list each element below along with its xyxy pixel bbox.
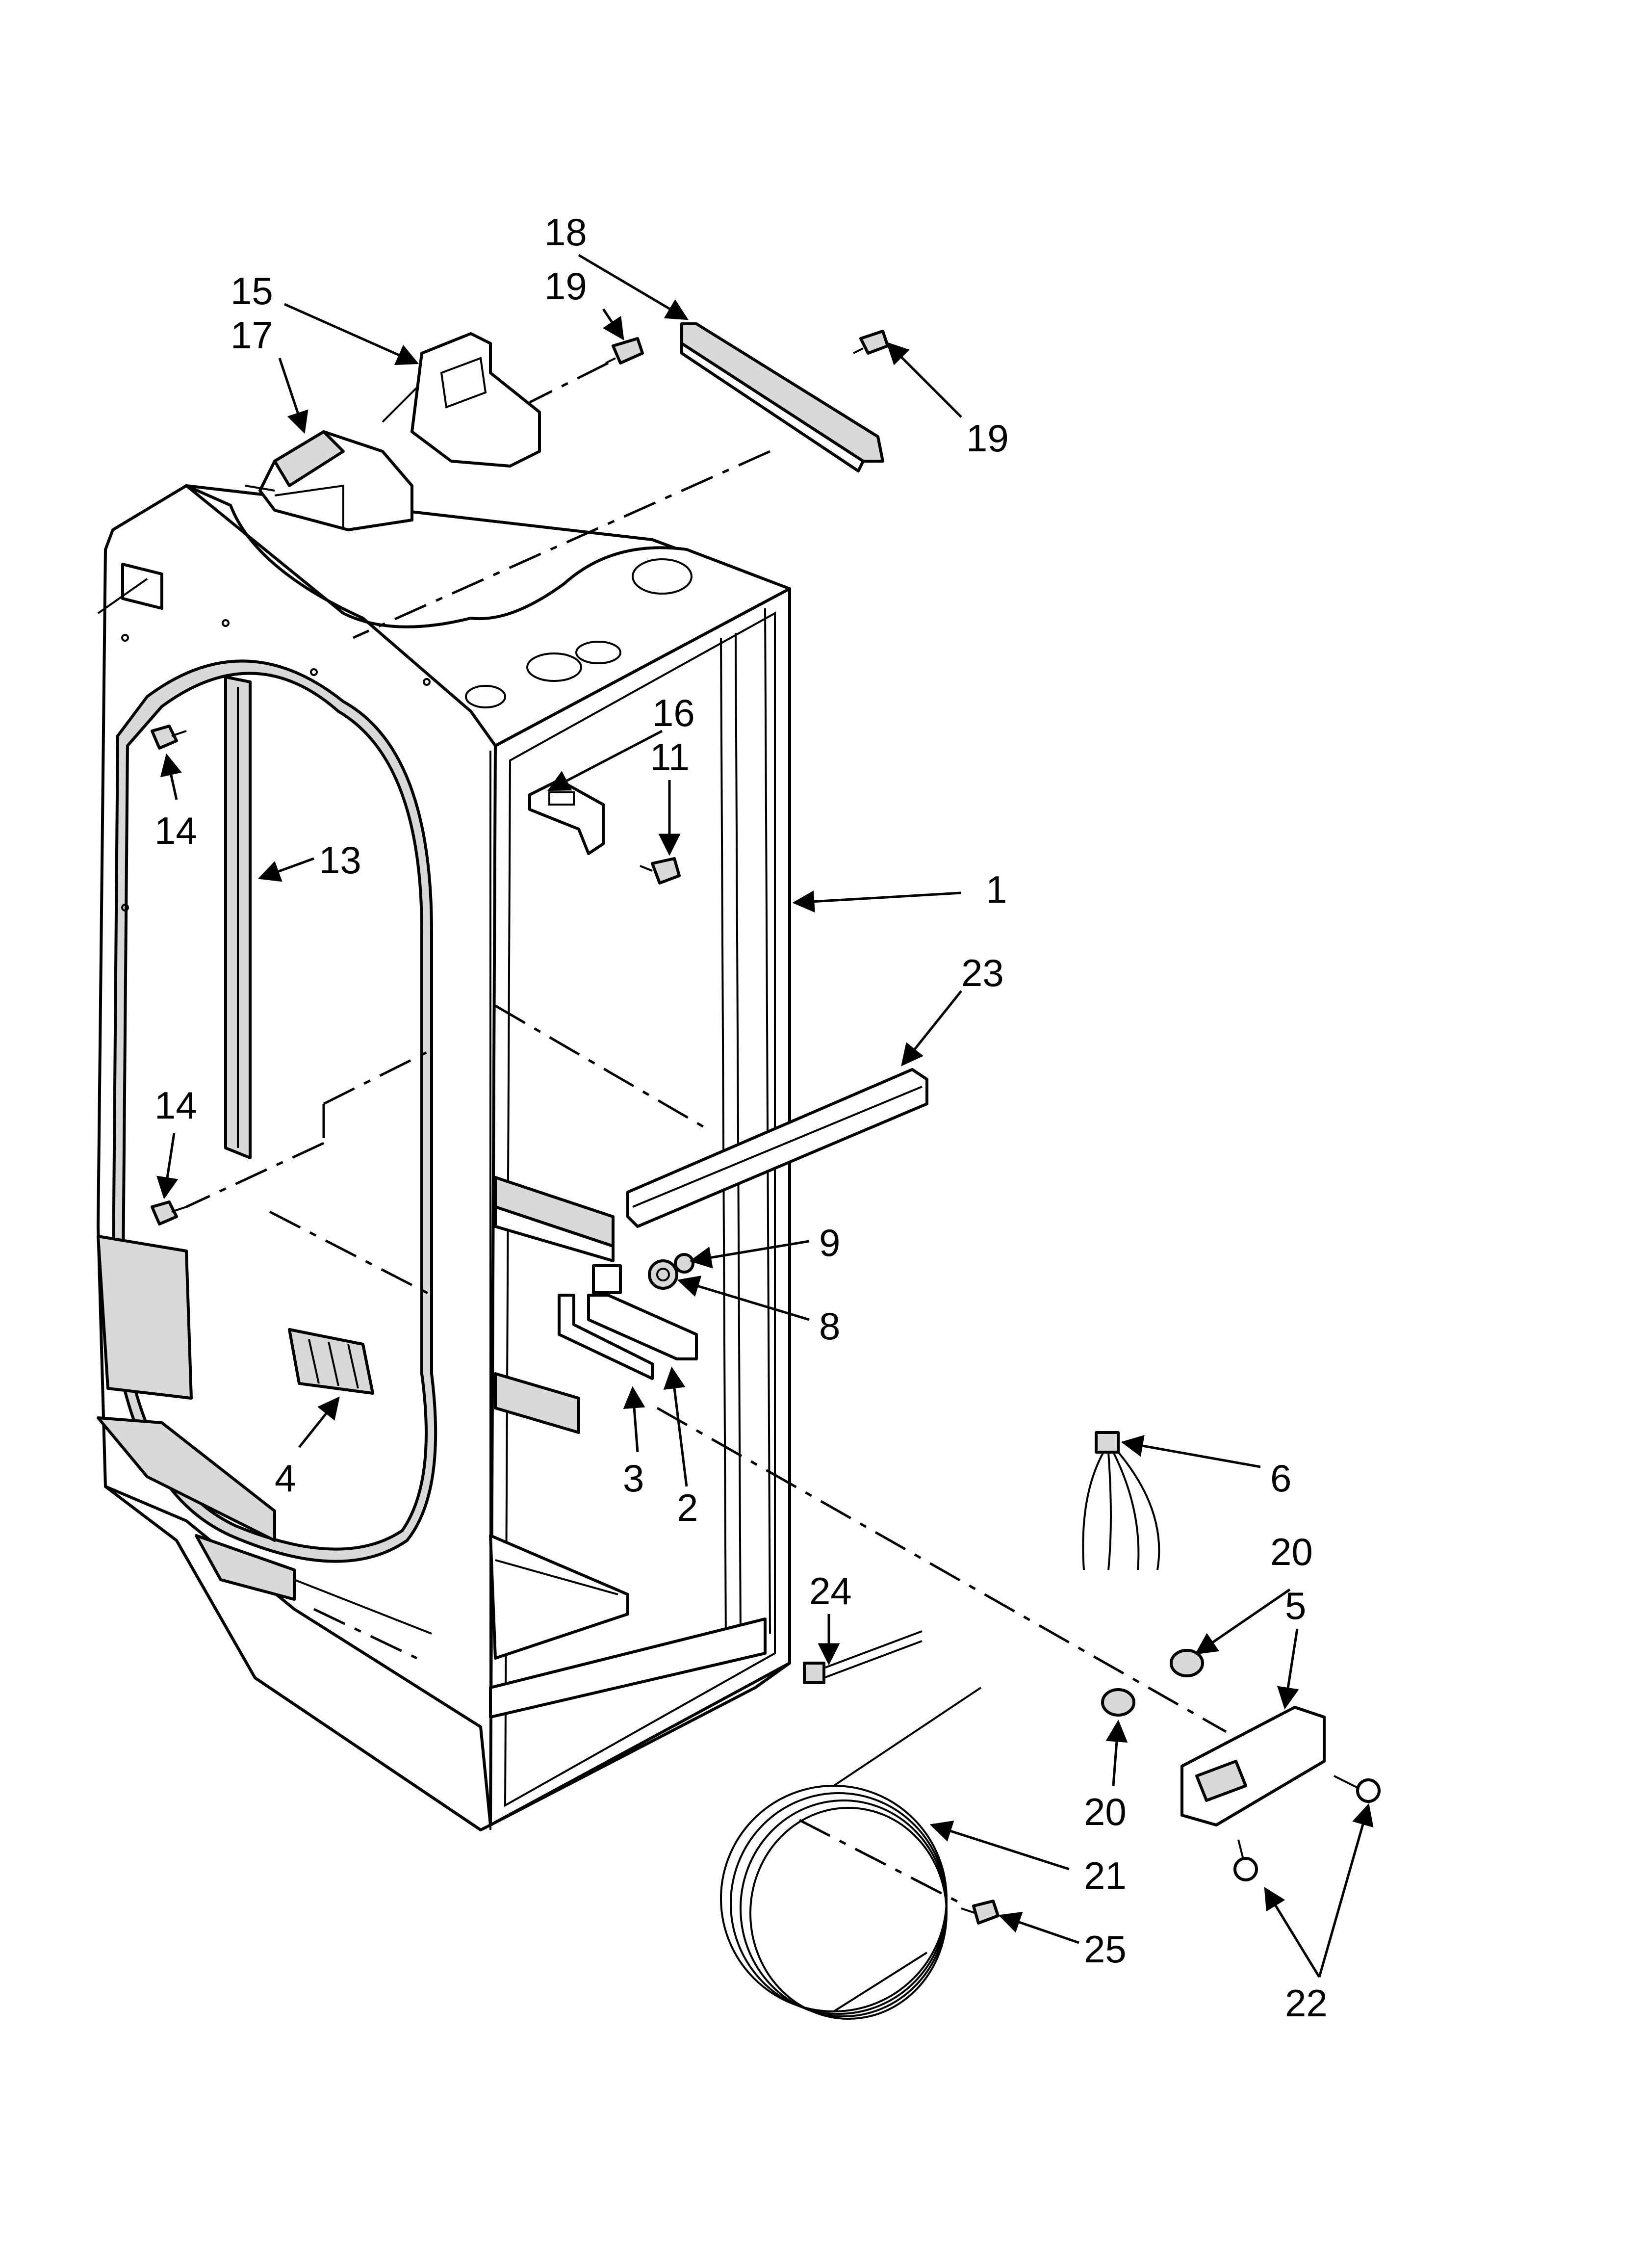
- part-13-vertical-track: [224, 676, 252, 1159]
- callout-24: 24: [809, 1569, 852, 1613]
- callout-21: 21: [1084, 1854, 1127, 1897]
- callout-2: 2: [677, 1486, 698, 1529]
- callout-leaders: [156, 254, 1374, 1978]
- callout-labels: 1 2 3 4 5 6 8 9 11 13 14 14 15 16 17 18 …: [154, 210, 1328, 2025]
- callout-16: 16: [652, 691, 695, 734]
- part-20-grommet-lower: [1101, 1688, 1135, 1717]
- part-2-bracket: [587, 1264, 698, 1360]
- part-22-screw-right: [1334, 1775, 1381, 1803]
- part-18-rail: [680, 322, 884, 472]
- part-3-bracket: [558, 1294, 654, 1380]
- assembly-lines: [185, 362, 1227, 1905]
- callout-20-upper: 20: [1270, 1530, 1313, 1573]
- part-19-screw-right: [853, 330, 889, 355]
- callout-1: 1: [986, 868, 1007, 911]
- part-6-wire-harness: [1082, 1431, 1160, 1570]
- part-5-housing: [1180, 1706, 1326, 1826]
- callout-9: 9: [819, 1221, 840, 1264]
- callout-20-lower: 20: [1084, 1790, 1127, 1833]
- callout-18: 18: [544, 210, 587, 254]
- callout-23: 23: [961, 951, 1004, 994]
- callout-11: 11: [650, 735, 690, 779]
- callout-19-upper: 19: [544, 264, 587, 308]
- part-4-vent: [288, 1328, 374, 1395]
- part-14-screw-lower: [151, 1200, 187, 1225]
- part-14-screw-upper: [151, 725, 187, 750]
- part-9-knob-cap: [674, 1253, 694, 1274]
- part-11-screw: [640, 857, 681, 885]
- part-23-cover-channel: [626, 1068, 928, 1228]
- callout-5: 5: [1285, 1584, 1306, 1627]
- callout-15: 15: [231, 269, 273, 313]
- callout-25: 25: [1084, 1928, 1127, 1971]
- part-20-grommet-upper: [1170, 1649, 1204, 1677]
- callout-6: 6: [1270, 1457, 1291, 1500]
- callout-19-right: 19: [966, 417, 1009, 460]
- part-22-screw-lower: [1233, 1839, 1258, 1881]
- callout-3: 3: [623, 1457, 644, 1500]
- part-15-bracket: [382, 332, 541, 468]
- callout-4: 4: [275, 1457, 296, 1500]
- callout-17: 17: [231, 313, 273, 357]
- cabinet-liner: [97, 484, 791, 1831]
- callout-22: 22: [1285, 1981, 1328, 2025]
- part-24-cable-tie: [803, 1630, 923, 1684]
- callout-13: 13: [319, 838, 361, 882]
- callout-8: 8: [819, 1304, 840, 1348]
- part-21-tubing-coil: [720, 1687, 982, 2020]
- part-8-knob: [648, 1259, 678, 1290]
- part-19-screw-left: [605, 337, 644, 365]
- part-25-screw: [961, 1900, 1000, 1925]
- callout-14-lower: 14: [154, 1084, 197, 1127]
- part-17-control-housing: [245, 430, 413, 531]
- callout-14-upper: 14: [154, 809, 197, 852]
